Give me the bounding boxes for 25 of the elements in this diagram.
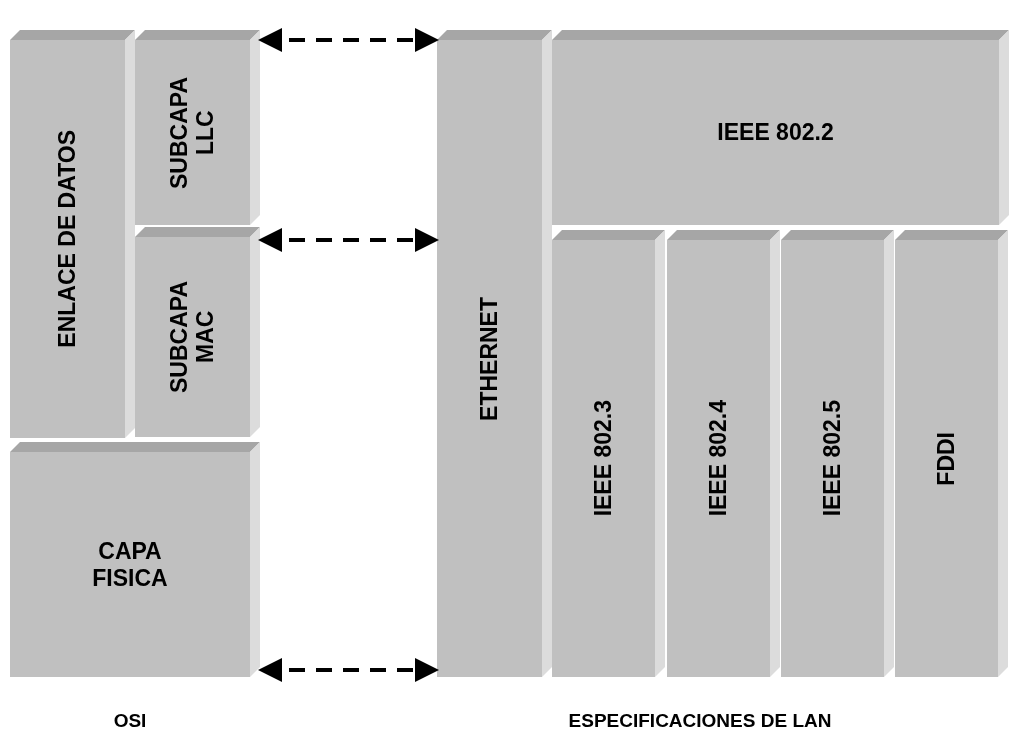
layer-block: [895, 230, 1008, 677]
layer-block: [552, 30, 1009, 225]
layer-label: CAPA FISICA: [91, 538, 169, 591]
layer-label: IEEE 802.5: [819, 400, 846, 517]
layer-label: IEEE 802.4: [705, 400, 732, 517]
layer-block: [437, 30, 552, 677]
layer-label: FDDI: [933, 431, 960, 486]
layer-label: IEEE 802.3: [590, 400, 617, 517]
layer-label: SUBCAPA LLC: [166, 75, 219, 191]
layer-label: ENLACE DE DATOS: [54, 130, 81, 348]
layer-label: ETHERNET: [476, 296, 503, 421]
column-caption: OSI: [113, 710, 147, 732]
double-arrow: [258, 28, 439, 52]
layer-block: [667, 230, 780, 677]
layer-block: [10, 442, 260, 677]
layer-label: IEEE 802.2: [717, 119, 834, 146]
column-caption: ESPECIFICACIONES DE LAN: [568, 710, 832, 732]
layer-block: [781, 230, 894, 677]
layer-label: SUBCAPA MAC: [166, 280, 219, 395]
layer-block: [135, 30, 260, 225]
layer-block: [552, 230, 665, 677]
layer-block: [10, 30, 135, 438]
double-arrow: [258, 228, 439, 252]
double-arrow: [258, 658, 439, 682]
layer-block: [135, 227, 260, 437]
